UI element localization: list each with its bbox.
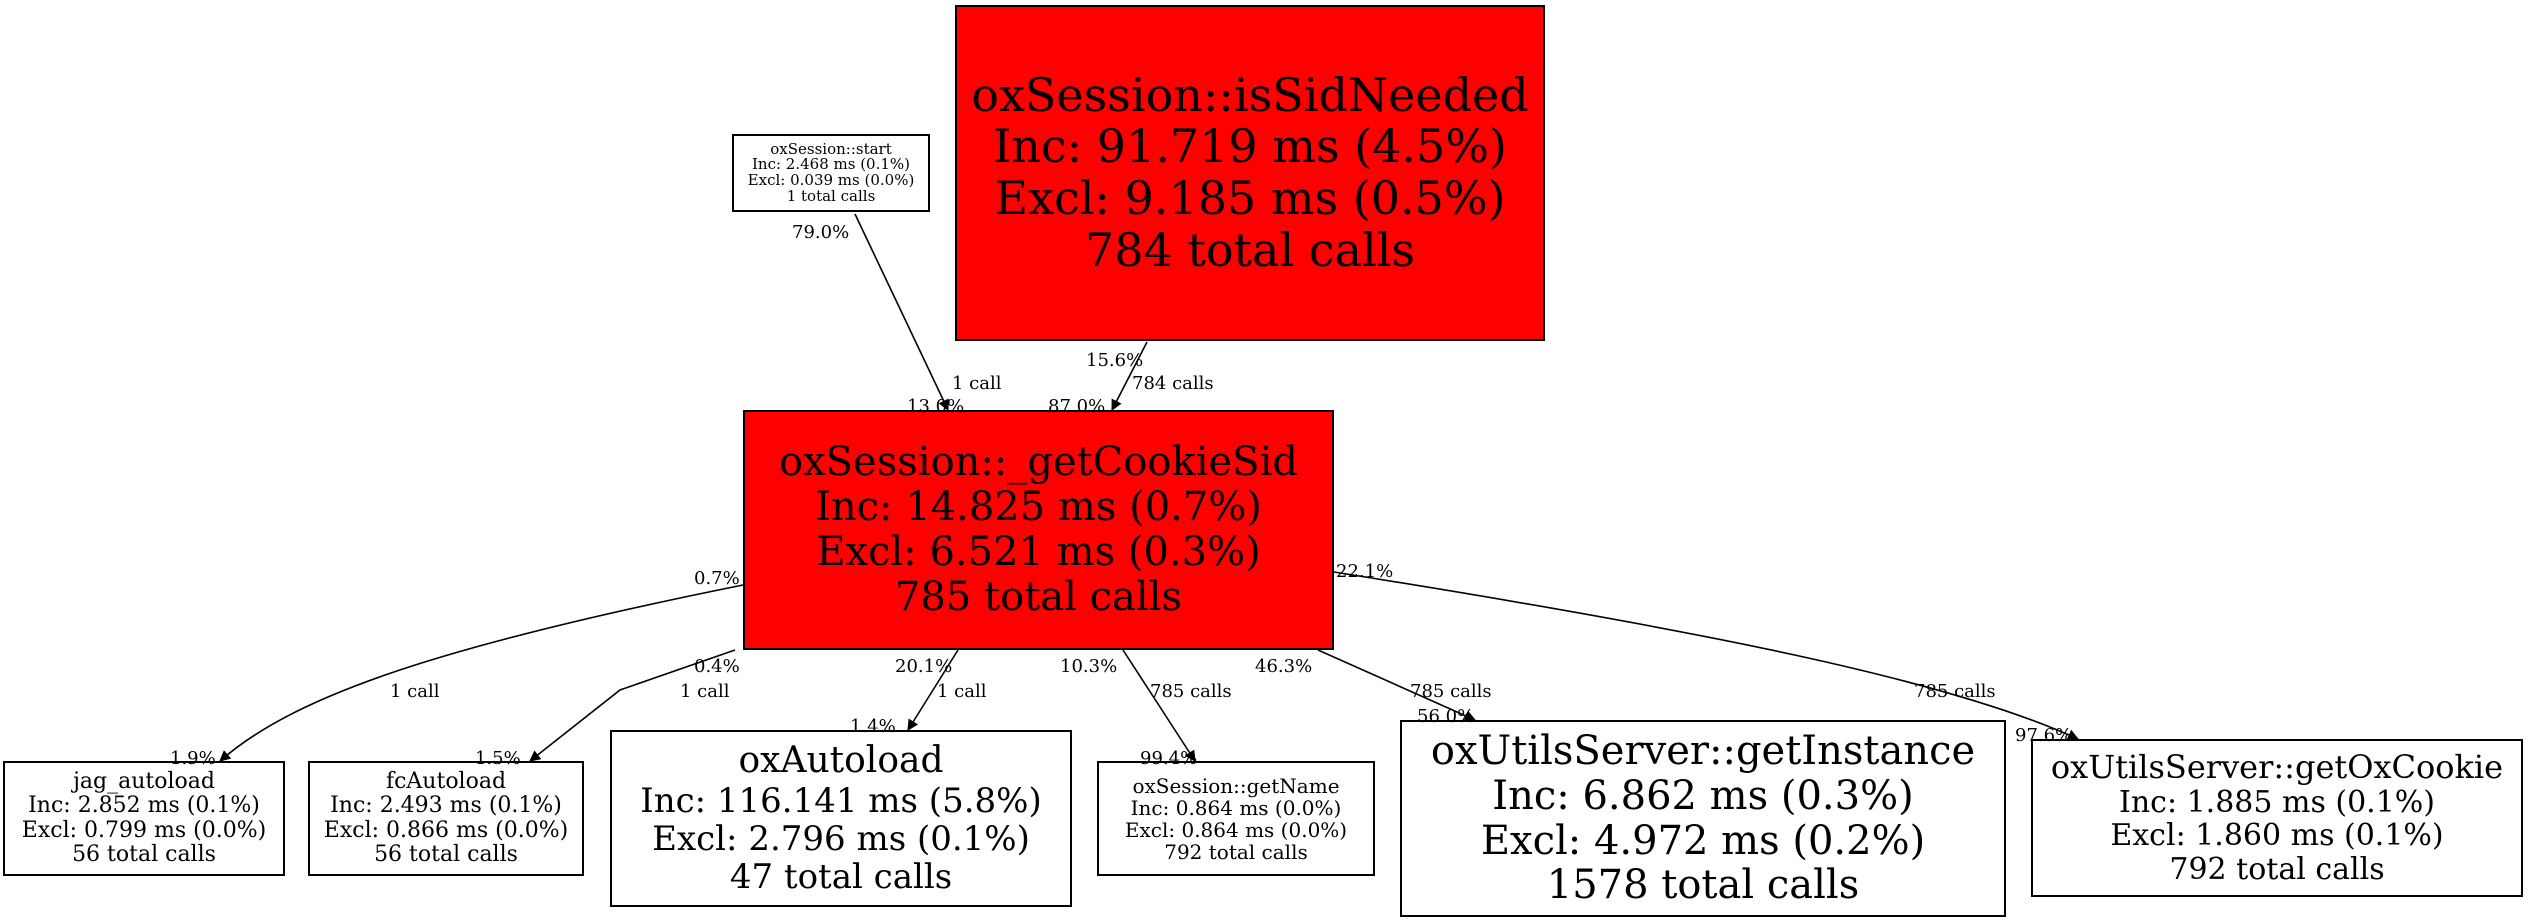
node-exclusive-time: Excl: 2.796 ms (0.1%) bbox=[652, 818, 1030, 859]
node-function-name: oxUtilsServer::getInstance bbox=[1430, 727, 1976, 774]
edge-head-percent: 97.6% bbox=[2015, 725, 2073, 746]
edge-call-label: 785 calls bbox=[1150, 681, 1232, 702]
edge-head-percent: 13.0% bbox=[907, 396, 965, 417]
node-call-count: 1578 total calls bbox=[1546, 862, 1860, 909]
node-call-count: 785 total calls bbox=[894, 573, 1182, 620]
node-call-count: 792 total calls bbox=[1164, 839, 1308, 864]
node-function-name: oxSession::getName bbox=[1132, 773, 1340, 798]
edge-call-label: 785 calls bbox=[1410, 681, 1492, 702]
edge-head-percent: 1.9% bbox=[170, 748, 216, 769]
node-exclusive-time: Excl: 0.799 ms (0.0%) bbox=[21, 817, 267, 843]
edge-call-label: 1 call bbox=[937, 681, 987, 702]
edge-start-cookie[interactable] bbox=[854, 213, 949, 412]
edge-head-percent: 56.0% bbox=[1417, 706, 1475, 727]
edge-cookie-fc[interactable] bbox=[529, 649, 736, 762]
edge-call-label: 784 calls bbox=[1132, 373, 1214, 394]
edge-tail-percent: 22.1% bbox=[1336, 561, 1394, 582]
node-inclusive-time: Inc: 6.862 ms (0.3%) bbox=[1492, 772, 1914, 819]
node-inclusive-time: Inc: 116.141 ms (5.8%) bbox=[640, 780, 1042, 821]
node-inclusive-time: Inc: 2.852 ms (0.1%) bbox=[28, 793, 260, 819]
node-inclusive-time: Inc: 14.825 ms (0.7%) bbox=[815, 484, 1262, 531]
edge-cookie-jag[interactable] bbox=[219, 584, 744, 762]
node-function-name: oxSession::start bbox=[770, 139, 892, 158]
edge-tail-percent: 46.3% bbox=[1255, 656, 1313, 677]
edge-head-percent: 1.5% bbox=[475, 748, 521, 769]
edge-issid-cookie[interactable] bbox=[1111, 341, 1148, 411]
node-function-name: oxUtilsServer::getOxCookie bbox=[2050, 747, 2504, 786]
edge-cookie-getname[interactable] bbox=[1122, 649, 1196, 762]
edge-tail-percent: 79.0% bbox=[792, 222, 850, 243]
edge-head-percent: 1.4% bbox=[850, 716, 896, 737]
node-exclusive-time: Excl: 0.866 ms (0.0%) bbox=[323, 817, 569, 843]
node-exclusive-time: Excl: 6.521 ms (0.3%) bbox=[816, 529, 1261, 575]
node-inclusive-time: Inc: 91.719 ms (4.5%) bbox=[993, 119, 1507, 174]
edge-tail-percent: 20.1% bbox=[895, 656, 953, 677]
edge-tail-percent: 0.7% bbox=[694, 568, 740, 589]
node-exclusive-time: Excl: 9.185 ms (0.5%) bbox=[994, 171, 1506, 225]
edge-head-percent: 87.0% bbox=[1048, 396, 1106, 417]
node-call-count: 56 total calls bbox=[374, 841, 518, 867]
node-inclusive-time: Inc: 0.864 ms (0.0%) bbox=[1130, 795, 1342, 820]
node-function-name: oxSession::_getCookieSid bbox=[779, 439, 1298, 486]
node-call-count: 792 total calls bbox=[2169, 851, 2385, 887]
node-exclusive-time: Excl: 1.860 ms (0.1%) bbox=[2110, 818, 2444, 854]
node-exclusive-time: Excl: 0.039 ms (0.0%) bbox=[747, 171, 915, 189]
node-call-count: 47 total calls bbox=[729, 856, 953, 897]
edge-head-percent: 99.4% bbox=[1140, 748, 1198, 769]
edge-cookie-getoxcookie[interactable] bbox=[1333, 571, 2080, 740]
node-call-count: 1 total calls bbox=[786, 186, 876, 205]
edge-tail-percent: 15.6% bbox=[1086, 350, 1144, 371]
edge-call-label: 785 calls bbox=[1914, 681, 1996, 702]
node-inclusive-time: Inc: 1.885 ms (0.1%) bbox=[2118, 784, 2436, 820]
node-exclusive-time: Excl: 0.864 ms (0.0%) bbox=[1124, 817, 1348, 842]
edge-call-label: 1 call bbox=[952, 373, 1002, 394]
node-call-count: 56 total calls bbox=[72, 841, 216, 867]
edge-call-label: 1 call bbox=[390, 681, 440, 702]
node-function-name: oxSession::isSidNeeded bbox=[971, 67, 1529, 122]
node-inclusive-time: Inc: 2.493 ms (0.1%) bbox=[330, 793, 562, 819]
node-inclusive-time: Inc: 2.468 ms (0.1%) bbox=[751, 155, 911, 174]
node-function-name: oxAutoload bbox=[738, 740, 944, 782]
node-call-count: 784 total calls bbox=[1084, 222, 1416, 277]
edge-cookie-oxauto[interactable] bbox=[907, 649, 959, 731]
edge-cookie-getinstance[interactable] bbox=[1317, 649, 1477, 722]
edge-tail-percent: 0.4% bbox=[694, 656, 740, 677]
edge-tail-percent: 10.3% bbox=[1060, 656, 1118, 677]
edge-call-label: 1 call bbox=[680, 681, 730, 702]
node-function-name: fcAutoload bbox=[385, 769, 507, 795]
node-exclusive-time: Excl: 4.972 ms (0.2%) bbox=[1480, 817, 1926, 864]
node-function-name: jag_autoload bbox=[73, 769, 215, 795]
